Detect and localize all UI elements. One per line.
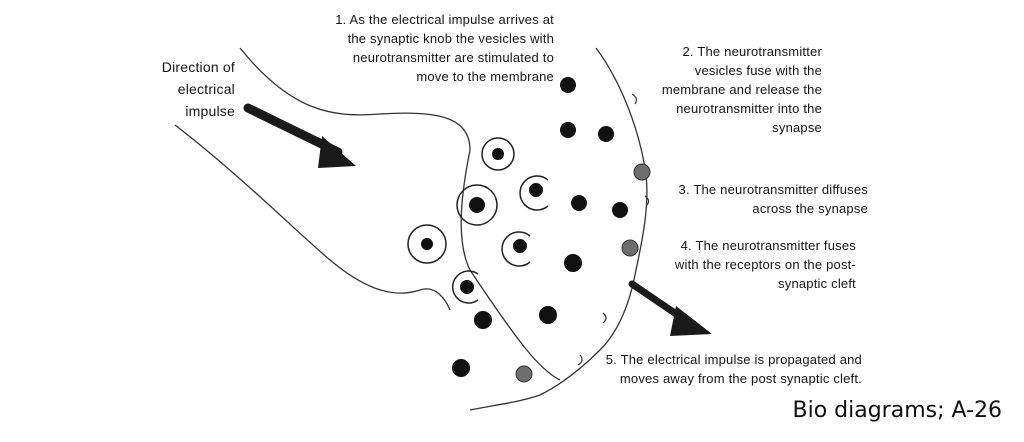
neurotransmitter-dot <box>539 306 557 324</box>
receptor-notch <box>602 312 607 324</box>
arrow-out-head <box>670 306 712 336</box>
neurotransmitter-dot <box>560 77 576 93</box>
neurotransmitter-dot <box>560 122 576 138</box>
neurotransmitter-dot <box>571 195 587 211</box>
caption: Bio diagrams; A-26 <box>792 398 1002 423</box>
step-4-label: 4. The neurotransmitter fuses with the r… <box>674 238 856 291</box>
receptor-notch <box>577 354 583 366</box>
step-1-label: 1. As the electrical impulse arrives at … <box>335 12 554 84</box>
vesicle <box>481 137 515 171</box>
fusing-vesicle <box>451 270 479 304</box>
neurotransmitter-dot <box>598 126 614 142</box>
arrow-in-head <box>318 136 356 168</box>
neurotransmitter-dot <box>513 239 527 253</box>
postsynaptic-membrane <box>469 47 648 411</box>
synaptic-knob-outline <box>239 47 561 381</box>
receptor-notch <box>631 93 638 105</box>
receptor-dot <box>633 163 651 181</box>
receptor-notch <box>644 195 650 206</box>
neurotransmitter-dot <box>460 280 474 294</box>
neurotransmitter-dot <box>452 359 470 377</box>
step-2-label: 2. The neurotransmitter vesicles fuse wi… <box>661 44 822 135</box>
neurotransmitter-dot <box>564 254 582 272</box>
fusing-vesicle <box>519 175 549 211</box>
vesicle <box>407 224 447 264</box>
neurotransmitter-dot <box>474 311 492 329</box>
vesicle <box>456 184 498 226</box>
receptor-dot <box>621 239 639 257</box>
fusing-vesicle <box>501 231 531 267</box>
neurotransmitter-dot <box>529 183 543 197</box>
receptor-dot <box>515 365 533 383</box>
step-3-label: 3. The neurotransmitter diffuses across … <box>678 182 868 216</box>
direction-label: Direction of electrical impulse <box>161 59 235 119</box>
step-5-label: 5. The electrical impulse is propagated … <box>605 352 862 386</box>
neurotransmitter-dot <box>612 202 628 218</box>
axon-lower-outline <box>174 124 451 311</box>
